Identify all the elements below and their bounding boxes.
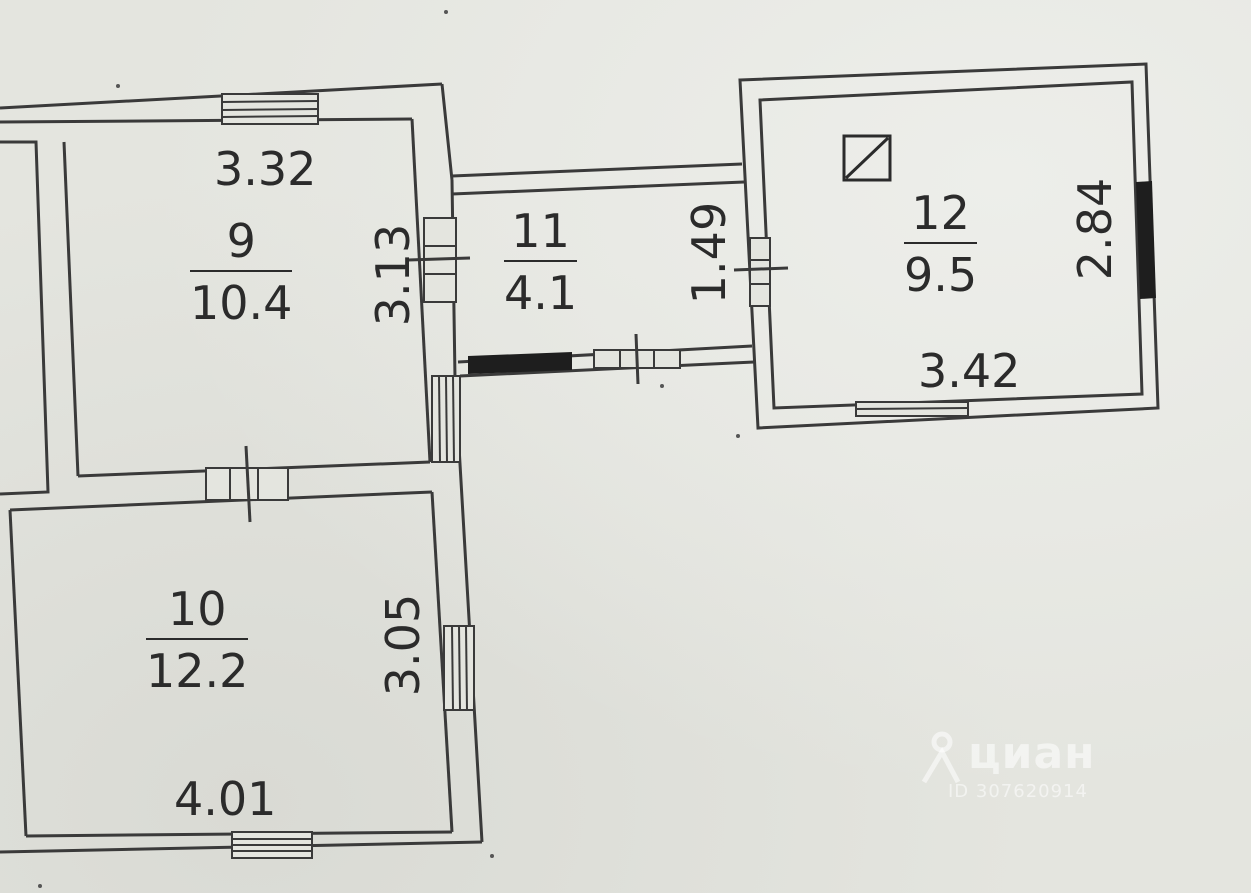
window-room9-top bbox=[221, 93, 319, 125]
window-room9-right bbox=[431, 375, 461, 463]
room12-area: 9.5 bbox=[904, 248, 978, 302]
room9-label: 9 10.4 bbox=[190, 218, 293, 330]
room12-height-label: 2.84 bbox=[1068, 177, 1123, 281]
room11-number: 11 bbox=[504, 208, 578, 262]
room9-height-label: 3.13 bbox=[366, 223, 421, 327]
room10-label: 10 12.2 bbox=[146, 586, 249, 698]
room11-area: 4.1 bbox=[504, 266, 578, 320]
room10-height-label: 3.05 bbox=[376, 593, 431, 697]
chimney-icon bbox=[842, 134, 892, 182]
corridor-solid-wall bbox=[468, 352, 572, 374]
door-9-corridor bbox=[407, 217, 471, 303]
room9-left-wall bbox=[62, 141, 80, 477]
room12-width-label: 3.42 bbox=[918, 344, 1021, 398]
room10-number: 10 bbox=[146, 586, 249, 640]
room11-height-label: 1.49 bbox=[682, 201, 737, 305]
window-room12-bottom bbox=[855, 401, 969, 417]
room11-label: 11 4.1 bbox=[504, 208, 578, 320]
inner-wall-right-9 bbox=[410, 118, 432, 463]
door-9-10 bbox=[205, 445, 289, 523]
room10-width-label: 4.01 bbox=[174, 772, 277, 826]
room10-area: 12.2 bbox=[146, 644, 249, 698]
watermark: циан ID 307620914 bbox=[918, 728, 1096, 802]
room9-width-label: 3.32 bbox=[214, 142, 317, 196]
corridor-top-wall-inner bbox=[451, 180, 745, 196]
room12-outer bbox=[738, 62, 1160, 430]
watermark-id: ID 307620914 bbox=[948, 781, 1088, 802]
window-room10-bottom bbox=[231, 831, 313, 859]
corridor-top-wall-outer bbox=[451, 162, 743, 178]
watermark-logo-icon bbox=[921, 731, 961, 784]
room9-area: 10.4 bbox=[190, 276, 293, 330]
inner-wall-top bbox=[0, 117, 413, 124]
door-corridor-12 bbox=[733, 237, 789, 307]
room12-label: 12 9.5 bbox=[904, 190, 978, 302]
room12-right-solid-wall bbox=[1136, 181, 1156, 299]
window-room10-right bbox=[443, 625, 475, 711]
watermark-brand: циан bbox=[968, 728, 1096, 779]
room12-number: 12 bbox=[904, 190, 978, 244]
left-room-wall bbox=[0, 140, 50, 496]
room10-left-wall bbox=[8, 509, 28, 837]
room9-number: 9 bbox=[190, 218, 293, 272]
inner-wall-right-10 bbox=[430, 491, 454, 833]
door-corridor-bottom bbox=[593, 333, 681, 385]
